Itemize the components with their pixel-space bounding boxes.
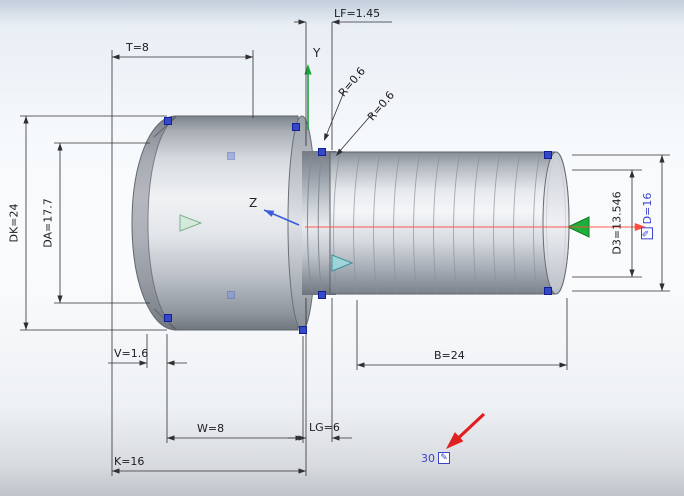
selection-handle-ghost[interactable] [227,152,235,160]
edit-icon[interactable]: ✎ [641,227,653,240]
edit-icon[interactable]: ✎ [438,452,450,464]
z-axis-arrow[interactable] [263,207,275,217]
selection-handle-ghost[interactable] [227,291,235,299]
dim-lg-label: LG=6 [309,421,340,434]
neck-groove-2 [317,153,323,293]
dim-lf-label: LF=1.45 [334,7,381,20]
part-geometry[interactable] [131,115,570,331]
dimension-arrowheads [23,19,665,474]
dim-d3-label: D3=13.546 [610,191,624,255]
shaft-end-rim [546,157,566,289]
x-axis-arrow[interactable] [634,223,646,231]
param-d-label[interactable]: D=16 [640,192,654,225]
param-d[interactable]: ✎ D=16 [640,192,654,240]
param-angle[interactable]: 30 ✎ [421,452,450,464]
dim-b-label: B=24 [434,349,465,362]
selection-handle[interactable] [164,117,172,125]
ghost-direction-triangle [179,214,203,232]
dim-v-label: V=1.6 [114,347,149,360]
selection-handle[interactable] [299,326,307,334]
selection-handle[interactable] [318,148,326,156]
selection-handle[interactable] [318,291,326,299]
flange-left-rim [132,116,176,330]
neck-groove-1 [307,154,313,292]
selection-handle[interactable] [544,287,552,295]
axis-triad[interactable] [263,64,646,231]
param-angle-label[interactable]: 30 [421,451,435,465]
y-axis-arrow[interactable] [304,64,312,75]
selection-handle[interactable] [292,123,300,131]
flange-chamfer-top [153,116,177,138]
selection-handle[interactable] [164,314,172,322]
annotation-arrow [446,412,486,449]
selection-handles[interactable] [164,117,552,334]
flange-body[interactable] [131,115,299,331]
y-axis-label: Y [313,46,321,60]
selection-handle[interactable] [544,151,552,159]
cyan-direction-triangle [331,254,354,272]
dim-w-label: W=8 [197,422,225,435]
z-axis-label: Z [249,196,258,210]
dim-t-label: T=8 [126,41,149,54]
shaft-end-face[interactable] [542,151,570,295]
dim-dk-label: DK=24 [7,203,21,243]
flange-rim-edge [147,115,177,331]
thread-lines [333,152,541,294]
dim-k-label: K=16 [114,455,145,468]
dimension-lines [20,21,670,476]
shaft-body[interactable] [329,151,570,295]
dim-da-label: DA=17.7 [41,198,55,248]
